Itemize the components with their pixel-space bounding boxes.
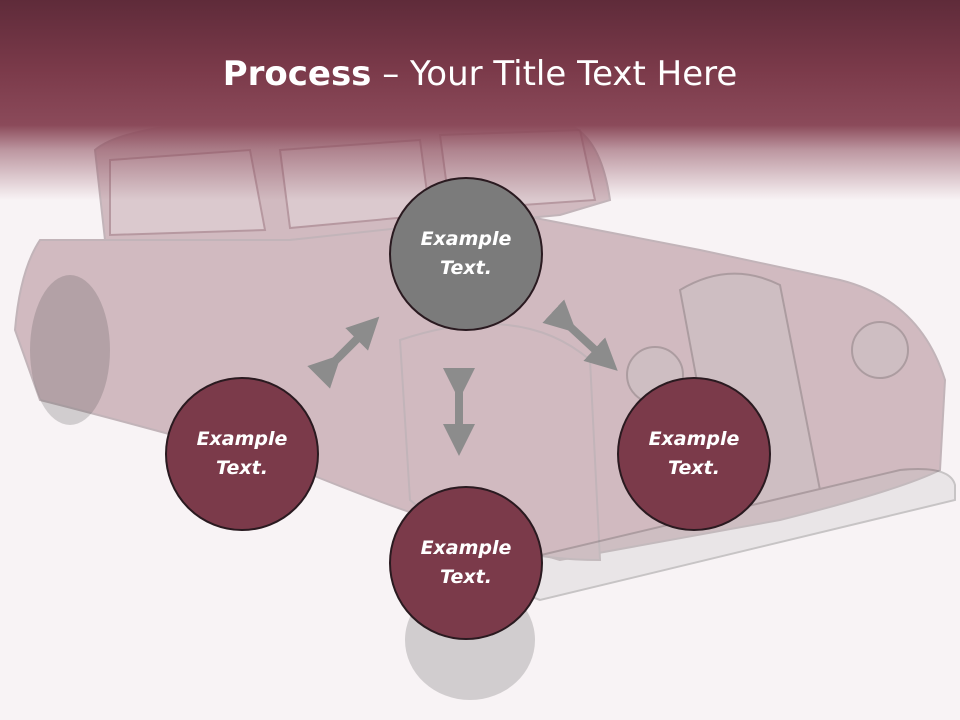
node-bottom-label: Example Text. <box>420 537 512 588</box>
process-node-top: Example Text. <box>389 177 543 331</box>
title-bold: Process <box>222 54 372 94</box>
process-node-right: Example Text. <box>617 377 771 531</box>
title-rest: – Your Title Text Here <box>371 54 738 94</box>
node-right-label: Example Text. <box>648 428 740 479</box>
title-band <box>0 0 960 200</box>
node-top-label: Example Text. <box>420 228 512 279</box>
slide-title: Process – Your Title Text Here <box>0 52 960 96</box>
node-left-label: Example Text. <box>196 428 288 479</box>
process-node-bottom: Example Text. <box>389 486 543 640</box>
process-node-left: Example Text. <box>165 377 319 531</box>
